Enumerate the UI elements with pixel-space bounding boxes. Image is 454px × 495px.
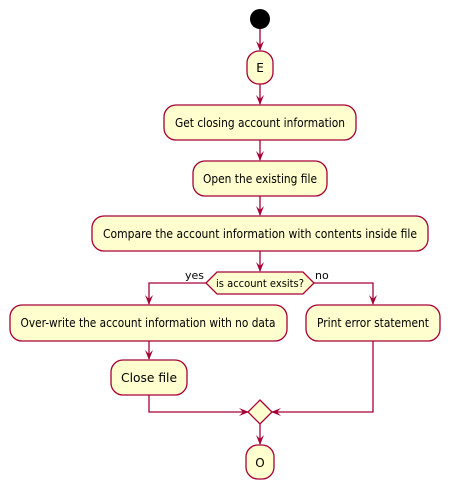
edge-close-merge — [148, 395, 249, 416]
activity-o — [245, 444, 275, 480]
activity-close-file — [110, 359, 188, 396]
branch-no-label: no — [315, 269, 329, 282]
decision-account-exists-label: is account exsits? — [216, 277, 304, 290]
activity-compare — [91, 215, 429, 252]
decision-account-exists — [205, 271, 315, 295]
edge-decision-yes — [145, 282, 206, 305]
activity-open-file-label: Open the existing file — [203, 172, 317, 186]
activity-print-error-label: Print error statement — [317, 316, 429, 330]
activity-e-label: E — [256, 61, 264, 75]
activity-print-error — [305, 304, 441, 342]
branch-yes-label: yes — [185, 269, 204, 282]
edge-error-merge — [271, 341, 374, 416]
merge-node — [247, 399, 273, 425]
start-node — [250, 9, 270, 29]
edge-decision-no — [314, 282, 377, 305]
activity-get-closing-info — [163, 104, 357, 141]
activity-get-closing-info-label: Get closing account information — [175, 116, 345, 130]
activity-open-file — [192, 160, 328, 197]
activity-o-label: O — [255, 456, 264, 470]
activity-overwrite-label: Over-write the account information with … — [21, 316, 276, 330]
activity-overwrite — [9, 304, 288, 342]
activity-e — [246, 50, 274, 85]
activity-close-file-label: Close file — [121, 371, 177, 385]
activity-compare-label: Compare the account information with con… — [103, 227, 417, 241]
